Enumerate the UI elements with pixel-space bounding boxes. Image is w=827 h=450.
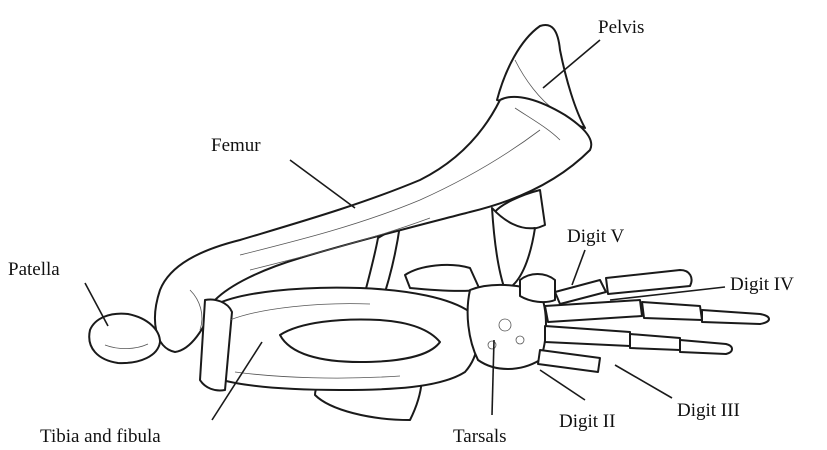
digit-v-leader xyxy=(572,250,585,285)
digit-iii-bones xyxy=(545,326,732,354)
digit-iii-label: Digit III xyxy=(677,400,740,421)
femur-label: Femur xyxy=(211,135,261,156)
digit-ii-bones xyxy=(538,350,600,372)
tarsals-label: Tarsals xyxy=(453,426,507,447)
femur-leader xyxy=(290,160,355,208)
digit-iv-bones xyxy=(545,300,769,324)
digit-iv-label: Digit IV xyxy=(730,274,794,295)
patella-bone xyxy=(89,314,160,363)
digit-ii-label: Digit II xyxy=(559,411,615,432)
patella-leader xyxy=(85,283,108,326)
digit-ii-leader xyxy=(540,370,585,400)
tibia-fibula-label: Tibia and fibula xyxy=(40,426,161,447)
patella-label: Patella xyxy=(8,259,60,280)
pelvis-label: Pelvis xyxy=(598,17,644,38)
digit-v-label: Digit V xyxy=(567,226,624,247)
digit-iii-leader xyxy=(615,365,672,398)
